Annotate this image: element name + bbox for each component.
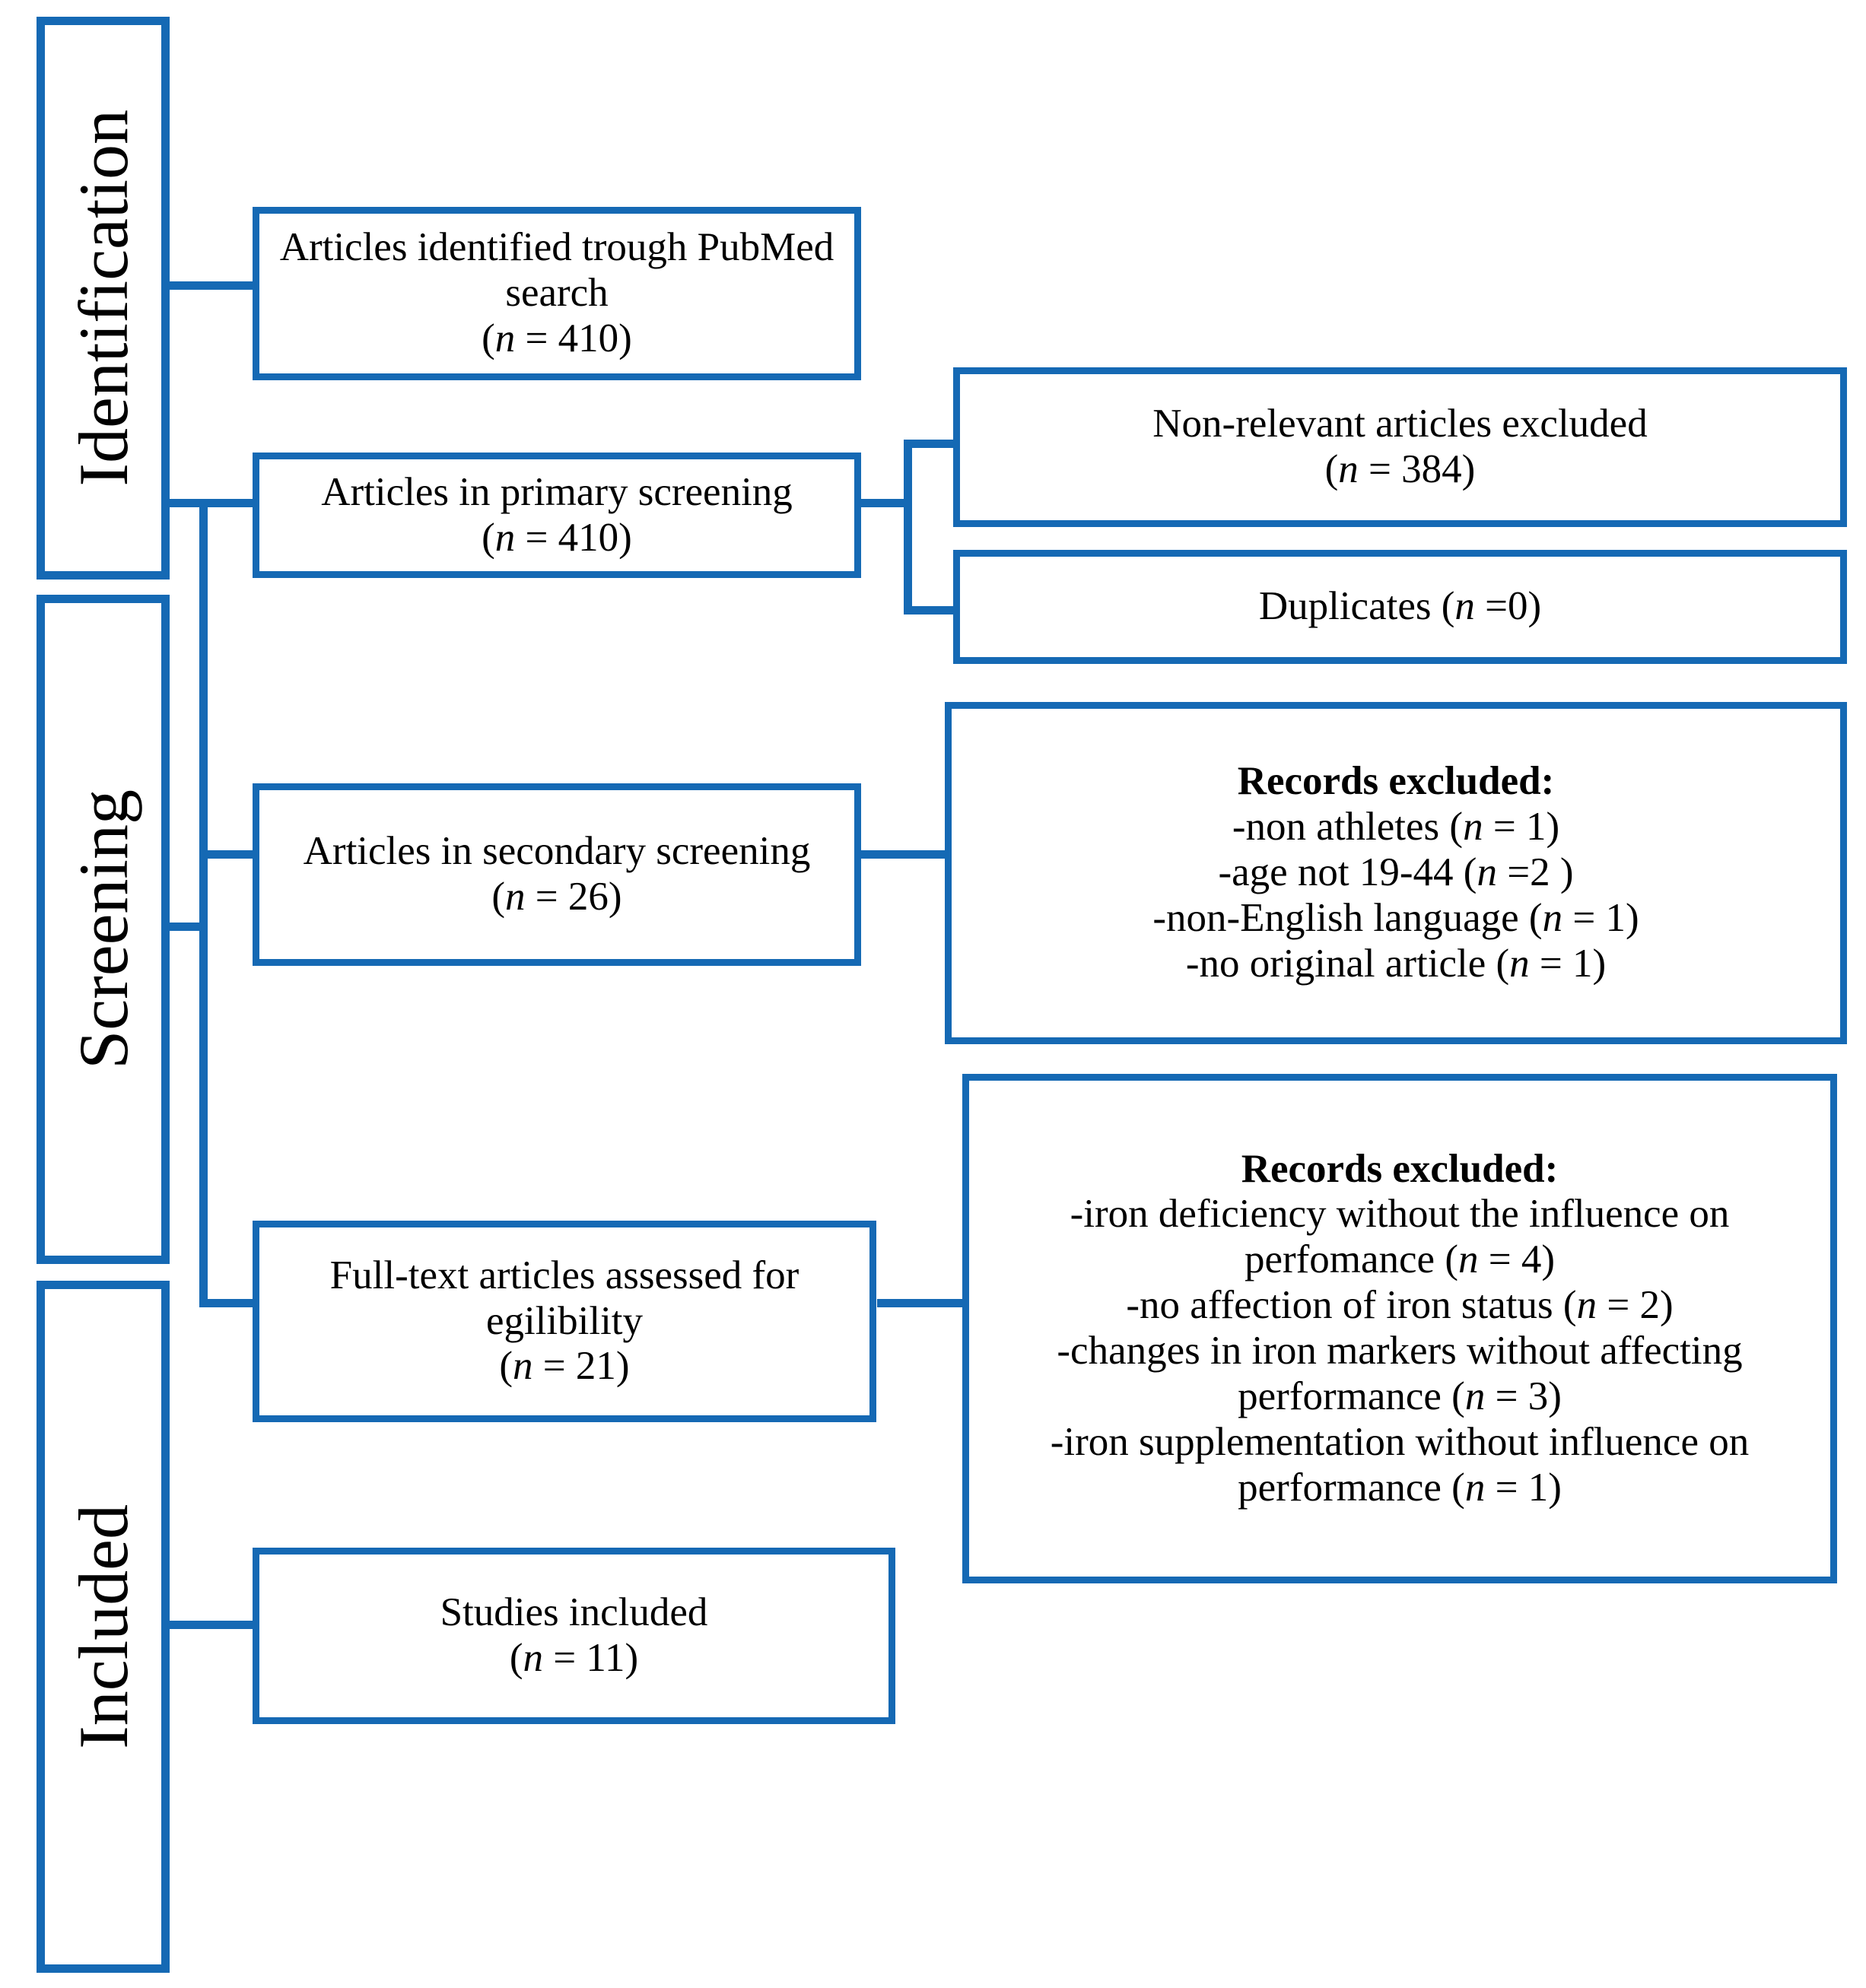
stage-label-included-text: Included	[64, 1504, 142, 1749]
box-records-excluded-eligibility-heading: Records excluded:	[1241, 1146, 1559, 1191]
stage-label-screening: Screening	[37, 595, 170, 1264]
box-records-excluded-eligibility-item-1: -no affection of iron status (n = 2)	[1126, 1283, 1674, 1328]
box-studies-included-line1: Studies included	[440, 1590, 708, 1635]
box-articles-identified-line2: search	[505, 271, 609, 316]
connector-secondary-to-records-excluded	[857, 850, 952, 859]
box-records-excluded-eligibility-item-3: -iron supplementation without influence …	[1050, 1419, 1750, 1510]
box-duplicates-text: Duplicates (n =0)	[1258, 584, 1542, 629]
box-primary-screening-line1: Articles in primary screening	[321, 469, 793, 514]
stage-label-identification: Identification	[37, 17, 170, 580]
stage-label-screening-text: Screening	[64, 789, 142, 1069]
connector-identification-to-identified	[169, 281, 254, 290]
connector-fulltext-to-records-excluded	[877, 1299, 968, 1307]
box-non-relevant-excluded-count: (n = 384)	[1324, 447, 1476, 491]
box-records-excluded-screening: Records excluded: -non athletes (n = 1) …	[945, 702, 1847, 1044]
box-articles-identified-count: (n = 410)	[482, 316, 632, 360]
box-non-relevant-excluded: Non-relevant articles excluded (n = 384)	[953, 367, 1847, 527]
box-records-excluded-screening-item-3: -no original article (n = 1)	[1185, 941, 1607, 986]
connector-primary-split-trunk	[904, 440, 912, 615]
connector-screening-sidebar-stub	[169, 923, 204, 931]
box-secondary-screening-count: (n = 26)	[491, 875, 622, 919]
box-primary-screening-count: (n = 410)	[482, 515, 632, 560]
connector-trunk-to-primary	[199, 499, 260, 507]
box-duplicates: Duplicates (n =0)	[953, 550, 1847, 664]
box-non-relevant-excluded-line1: Non-relevant articles excluded	[1152, 402, 1648, 446]
stage-label-included: Included	[37, 1281, 170, 1973]
box-secondary-screening: Articles in secondary screening (n = 26)	[253, 783, 861, 966]
connector-primary-stub-right	[857, 499, 908, 507]
box-primary-screening: Articles in primary screening (n = 410)	[253, 453, 861, 578]
connector-trunk-to-fulltext	[199, 1299, 260, 1307]
box-secondary-screening-line1: Articles in secondary screening	[303, 829, 811, 874]
stage-label-identification-text: Identification	[64, 110, 142, 487]
box-articles-identified: Articles identified trough PubMed search…	[253, 207, 861, 380]
box-records-excluded-screening-item-1: -age not 19-44 (n =2 )	[1218, 850, 1574, 895]
box-records-excluded-eligibility-item-0: -iron deficiency without the influence o…	[1070, 1192, 1730, 1282]
connector-split-to-nonrelevant	[904, 440, 960, 448]
box-records-excluded-screening-heading: Records excluded:	[1237, 759, 1555, 804]
box-fulltext-eligibility-line2: egilibility	[485, 1298, 644, 1343]
box-articles-identified-line1: Articles identified trough PubMed	[279, 225, 834, 270]
box-records-excluded-screening-item-0: -non athletes (n = 1)	[1232, 805, 1560, 850]
connector-trunk-to-secondary	[199, 850, 260, 859]
box-fulltext-eligibility-line1: Full-text articles assessed for	[329, 1253, 799, 1297]
box-records-excluded-eligibility: Records excluded: -iron deficiency witho…	[962, 1074, 1837, 1583]
box-studies-included: Studies included (n = 11)	[253, 1548, 895, 1724]
box-fulltext-eligibility: Full-text articles assessed for egilibil…	[253, 1221, 876, 1422]
box-studies-included-count: (n = 11)	[509, 1636, 639, 1680]
box-records-excluded-eligibility-item-2: -changes in iron markers without affecti…	[1057, 1329, 1743, 1418]
connector-screening-trunk	[199, 499, 208, 1307]
box-fulltext-eligibility-count: (n = 21)	[499, 1344, 630, 1389]
box-records-excluded-screening-item-2: -non-English language (n = 1)	[1152, 895, 1639, 940]
connector-split-to-duplicates	[904, 606, 960, 615]
connector-included-to-studies	[169, 1621, 260, 1629]
